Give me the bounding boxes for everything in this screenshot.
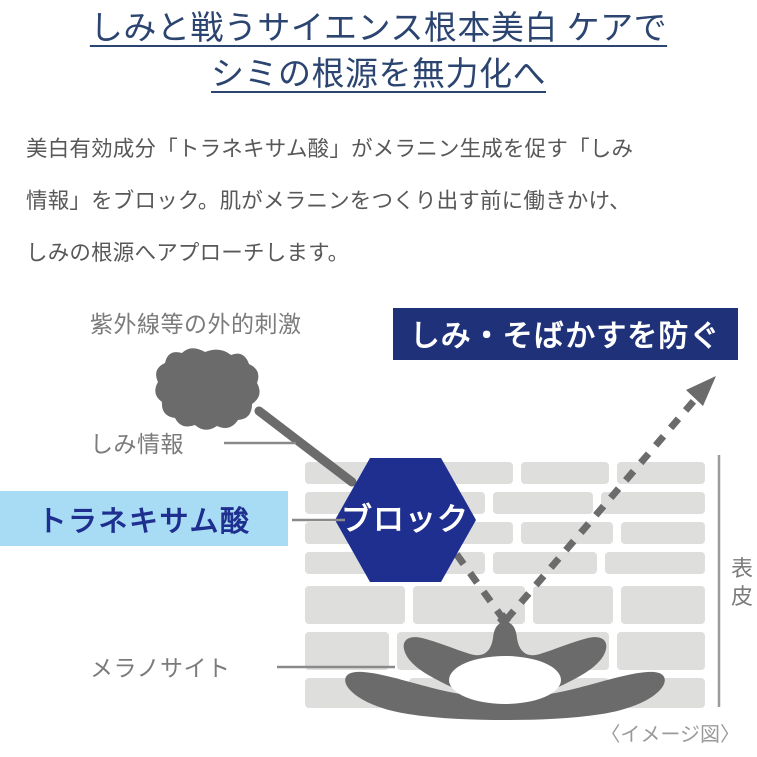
body-paragraph-line-3: しみの根源へアプローチします。 <box>26 241 350 265</box>
escape-ray-dashed-arrow <box>503 376 716 623</box>
block-hexagon-label: ブロック <box>341 502 469 537</box>
page-title: しみと戦うサイエンス根本美白 ケアで シミの根源を無力化へ <box>0 6 757 98</box>
ingredient-box <box>0 491 288 546</box>
uv-stimulus-blob <box>155 348 260 430</box>
block-hexagon <box>335 458 476 582</box>
epidermis-label-char-1: 表 <box>731 556 753 581</box>
diagram-caption: 〈イメージ図〉 <box>600 724 740 746</box>
stimulus-to-block-arrow <box>254 406 357 487</box>
page-title-line-1: しみと戦うサイエンス根本美白 ケアで <box>89 11 668 47</box>
melanocyte-label: メラノサイト <box>90 655 231 681</box>
uv-stimulus-label: 紫外線等の外的刺激 <box>90 311 302 337</box>
prevent-banner <box>393 308 738 360</box>
epidermis-label-char-2: 皮 <box>731 584 753 609</box>
prevent-banner-label: しみ・そばかすを防ぐ <box>410 320 721 353</box>
body-paragraph-line-1: 美白有効成分「トラネキサム酸」がメラニン生成を促す「しみ <box>26 137 634 161</box>
page-title-line-2: シミの根源を無力化へ <box>211 57 546 93</box>
spot-info-label: しみ情報 <box>90 431 184 457</box>
ingredient-label: トラネキサム酸 <box>38 505 251 538</box>
mechanism-diagram: ブロック トラネキサム酸 しみ・そばかすを防ぐ 表 皮 紫外線等の外的刺激 しみ… <box>0 286 757 757</box>
body-paragraph: 美白有効成分「トラネキサム酸」がメラニン生成を促す「しみ 情報」をブロック。肌が… <box>26 123 736 279</box>
melanocyte-cell <box>345 622 665 720</box>
body-paragraph-line-2: 情報」をブロック。肌がメラニンをつくり出す前に働きかけ、 <box>26 189 631 213</box>
